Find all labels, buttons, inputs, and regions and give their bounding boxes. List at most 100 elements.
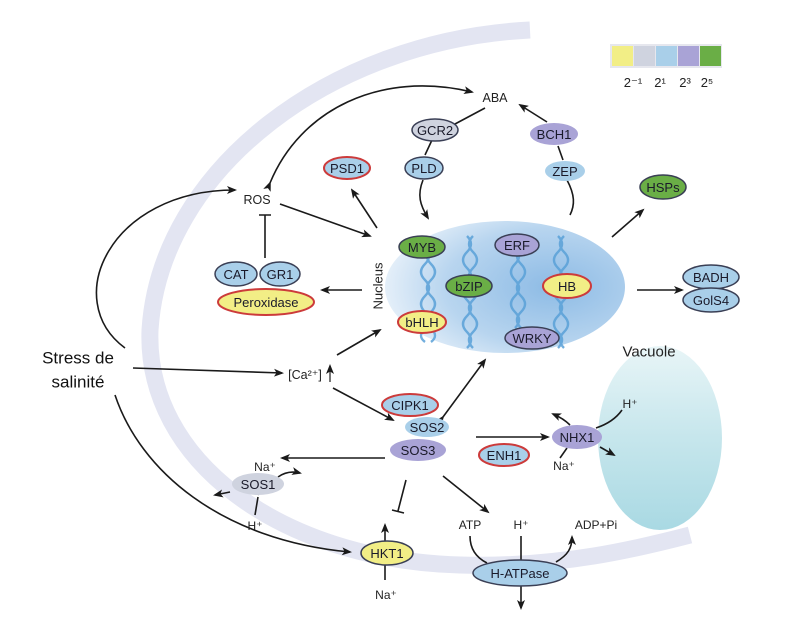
legend-label: 2¹ — [654, 75, 666, 90]
node-label: GCR2 — [417, 123, 453, 138]
node-sos1: SOS1 — [232, 473, 284, 495]
node-sos3: SOS3 — [390, 439, 446, 461]
dna-helix-icon — [515, 247, 527, 329]
node-shape — [398, 235, 446, 259]
node-enh1: ENH1 — [478, 443, 530, 467]
edge-sos3-hatpase — [442, 475, 490, 514]
node-hatpase: H-ATPase — [472, 559, 568, 587]
edge-nucleus-psd1 — [350, 188, 378, 229]
node-label: WRKY — [513, 331, 552, 346]
edge-hatpase-adp — [555, 535, 576, 563]
node-label: BADH — [693, 270, 729, 285]
edge-bch1-zep — [557, 145, 564, 161]
node-zep: ZEP — [545, 161, 585, 181]
node-shape — [259, 261, 301, 287]
edge-nucleus-sos2-bidir — [435, 358, 487, 426]
node-gcr2: GCR2 — [411, 118, 459, 142]
node-shape — [504, 326, 560, 350]
node-label: bHLH — [405, 315, 438, 330]
node-label: ENH1 — [487, 448, 522, 463]
hkt1-sodium-label: Na⁺ — [375, 588, 397, 602]
edge-stress-to-ros — [95, 186, 237, 349]
node-label: ERF — [504, 238, 530, 253]
edge-nhx1-out-left — [551, 413, 571, 426]
edge-nucleus-zep — [566, 179, 575, 216]
node-label: BCH1 — [537, 127, 572, 142]
node-cat: CAT — [214, 261, 258, 287]
edge-sos1-out-left — [213, 489, 231, 498]
aba-label: ABA — [482, 91, 508, 105]
node-nhx1: NHX1 — [552, 425, 602, 449]
edge-na-nhx1 — [559, 447, 568, 459]
edge-sos3-inhibit-hkt1 — [391, 479, 407, 514]
vacuole-label: Vacuole — [622, 344, 675, 361]
edge-atp-hatpase — [469, 535, 488, 564]
edge-gcr2-pld — [424, 139, 433, 156]
node-label: HSPs — [646, 180, 680, 195]
nhx1-proton-label: H⁺ — [623, 397, 638, 411]
node-shape — [232, 473, 284, 495]
node-shape — [530, 123, 578, 145]
node-label: GolS4 — [693, 293, 729, 308]
edge-h-nhx1 — [595, 409, 623, 429]
node-shape — [390, 439, 446, 461]
edge-sos1-out-right — [277, 467, 302, 478]
node-hkt1: HKT1 — [360, 540, 414, 566]
node-pld: PLD — [404, 156, 444, 180]
edge-h-sos1 — [254, 496, 259, 516]
node-shape — [397, 310, 447, 334]
ros-label: ROS — [243, 193, 270, 207]
node-hsps: HSPs — [639, 174, 687, 200]
node-shape — [682, 287, 740, 313]
node-shape — [494, 233, 540, 257]
sos1-sodium-label: Na⁺ — [254, 460, 276, 474]
node-wrky: WRKY — [504, 326, 560, 350]
node-erf: ERF — [494, 233, 540, 257]
node-label: H-ATPase — [491, 566, 550, 581]
sos1-proton-label: H⁺ — [248, 519, 263, 533]
node-label: NHX1 — [560, 430, 595, 445]
node-label: PLD — [411, 161, 436, 176]
vacuole — [598, 346, 722, 530]
node-myb: MYB — [398, 235, 446, 259]
node-shape — [552, 425, 602, 449]
stress-label-line2: salinité — [52, 373, 105, 392]
color-scale-legend: 2⁻¹ 2¹ 2³ 2⁵ — [610, 44, 722, 90]
stress-label-line1: Stress de — [42, 349, 114, 368]
edge-stress-to-hkt1 — [114, 394, 352, 556]
node-shape — [478, 443, 530, 467]
calcium-label: [Ca²⁺] — [288, 368, 322, 382]
edge-calcium-sos2 — [332, 387, 395, 421]
node-label: MYB — [408, 240, 436, 255]
node-shape — [472, 559, 568, 587]
node-peroxidase: Peroxidase — [217, 288, 315, 316]
node-label: GR1 — [267, 267, 294, 282]
legend-label: 2³ — [679, 75, 691, 90]
node-shape — [445, 274, 493, 298]
node-gr1: GR1 — [259, 261, 301, 287]
node-bhlh: bHLH — [397, 310, 447, 334]
nucleus-label: Nucleus — [371, 262, 386, 309]
node-shape — [405, 417, 449, 437]
legend-swatch-yellow — [612, 46, 633, 66]
legend-swatch-purple — [678, 46, 699, 66]
node-label: HKT1 — [370, 546, 403, 561]
legend-label: 2⁻¹ — [624, 75, 643, 90]
edge-calcium-nucleus — [336, 328, 382, 356]
node-label: HB — [558, 279, 576, 294]
node-label: Peroxidase — [233, 295, 298, 310]
node-label: bZIP — [455, 279, 482, 294]
node-badh: BADH — [682, 264, 740, 290]
node-bch1: BCH1 — [530, 123, 578, 145]
node-shape — [214, 261, 258, 287]
node-shape — [381, 393, 439, 417]
atp-label: ATP — [459, 518, 481, 532]
edge-bch1-aba — [518, 103, 548, 123]
legend-swatch-green — [700, 46, 721, 66]
node-shape — [411, 118, 459, 142]
node-label: SOS1 — [241, 477, 276, 492]
node-shape — [323, 156, 371, 180]
node-hb: HB — [542, 273, 592, 299]
